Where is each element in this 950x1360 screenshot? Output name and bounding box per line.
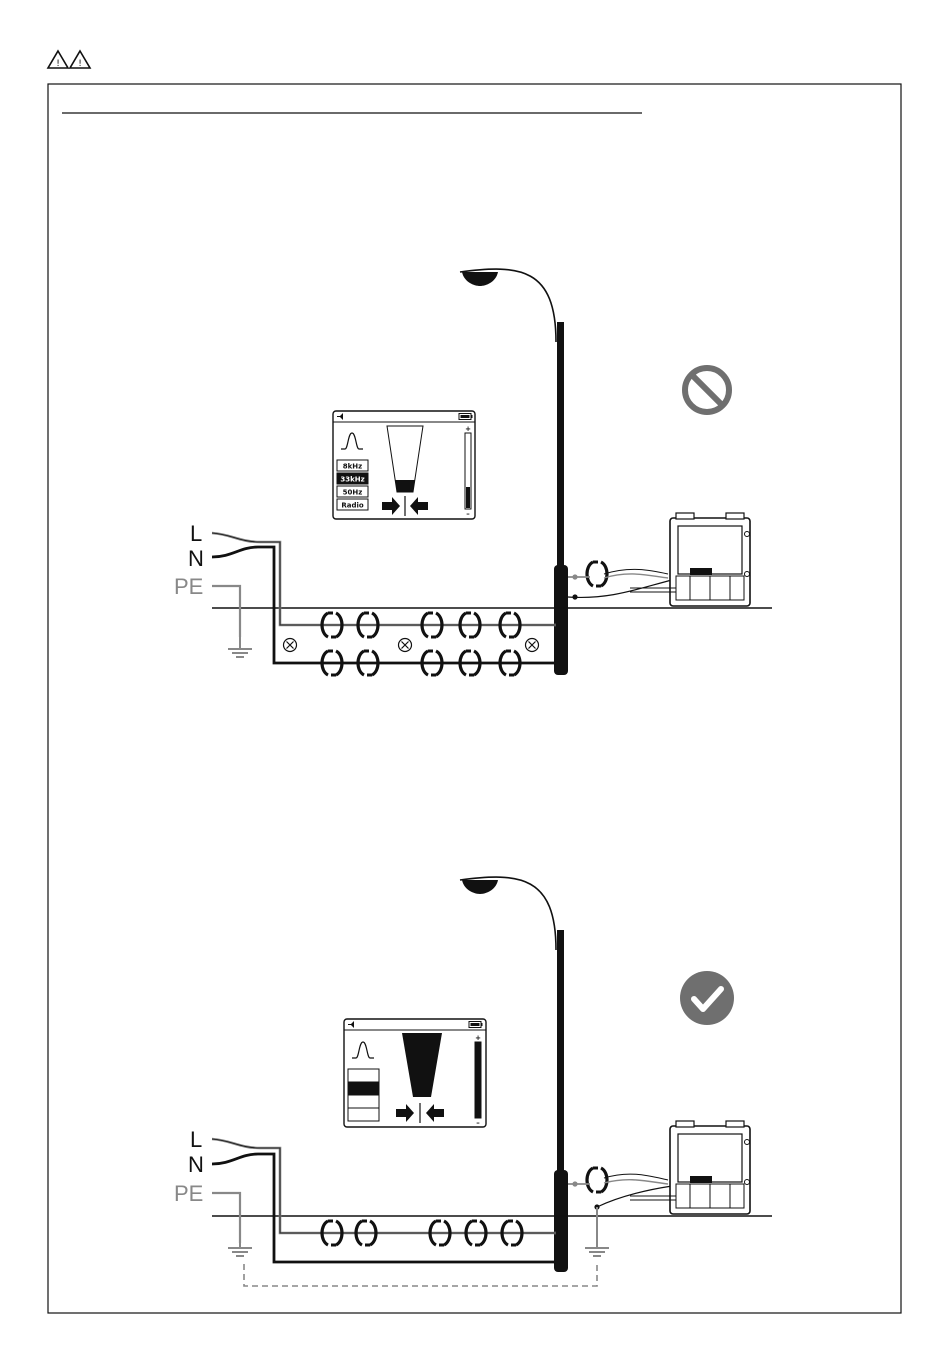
earth-icon <box>228 637 252 657</box>
signal-bar-level <box>466 487 470 508</box>
transmitter-device <box>630 513 750 606</box>
receiver-screen-bottom: + – <box>344 1019 486 1127</box>
bottom-diagram: L N PE <box>174 877 772 1286</box>
street-lamp-head <box>460 269 556 342</box>
wire-pe <box>212 586 240 637</box>
label-pe: PE <box>174 574 203 599</box>
earth-icon <box>228 1236 252 1256</box>
freq-label-selected: 33kHz <box>340 476 364 484</box>
check-icon <box>680 971 734 1025</box>
signal-bar-level <box>475 1042 481 1118</box>
receiver-screen-top: 8kHz 33kHz 50Hz Radio + – <box>333 411 475 519</box>
field-cross-icon <box>284 639 297 652</box>
content-frame <box>48 84 901 1313</box>
field-cross-icon <box>526 639 539 652</box>
freq-label: Radio <box>341 502 364 510</box>
street-lamp-head <box>460 877 556 950</box>
wire-n <box>212 1154 556 1262</box>
svg-text:!: ! <box>78 59 82 69</box>
freq-label: 8kHz <box>343 463 362 471</box>
svg-text:!: ! <box>56 59 60 69</box>
freq-option[interactable] <box>348 1095 379 1108</box>
lamp-post <box>557 930 564 1178</box>
lamp-post <box>557 322 564 572</box>
lamp-post-base <box>554 565 568 675</box>
warning-triangle-icon: ! <box>48 51 68 69</box>
label-pe: PE <box>174 1181 203 1206</box>
field-cross-icon <box>399 639 412 652</box>
freq-label: 50Hz <box>343 489 363 497</box>
freq-option[interactable] <box>348 1069 379 1082</box>
top-diagram: L N PE <box>174 269 772 675</box>
earth-icon <box>585 1236 609 1256</box>
wire-pe <box>212 1193 240 1243</box>
clamp-coil-icon <box>587 1168 607 1192</box>
label-l: L <box>190 521 202 546</box>
warning-triangle-icon: ! <box>70 51 90 69</box>
lamp-post-base <box>554 1170 568 1272</box>
scale-minus: – <box>466 510 470 518</box>
freq-option[interactable] <box>348 1108 379 1121</box>
label-l: L <box>190 1127 202 1152</box>
scale-minus: – <box>476 1119 480 1127</box>
scale-plus: + <box>465 425 471 433</box>
transmitter-device <box>630 1121 750 1214</box>
prohibited-icon <box>685 368 729 412</box>
wire-n <box>212 547 556 663</box>
scale-plus: + <box>475 1034 481 1042</box>
signal-funnel-level <box>395 480 415 492</box>
freq-option-selected[interactable] <box>348 1082 379 1095</box>
earth-return-path <box>244 1264 597 1286</box>
label-n: N <box>188 546 204 571</box>
transmitter-lead <box>568 580 672 597</box>
label-n: N <box>188 1152 204 1177</box>
